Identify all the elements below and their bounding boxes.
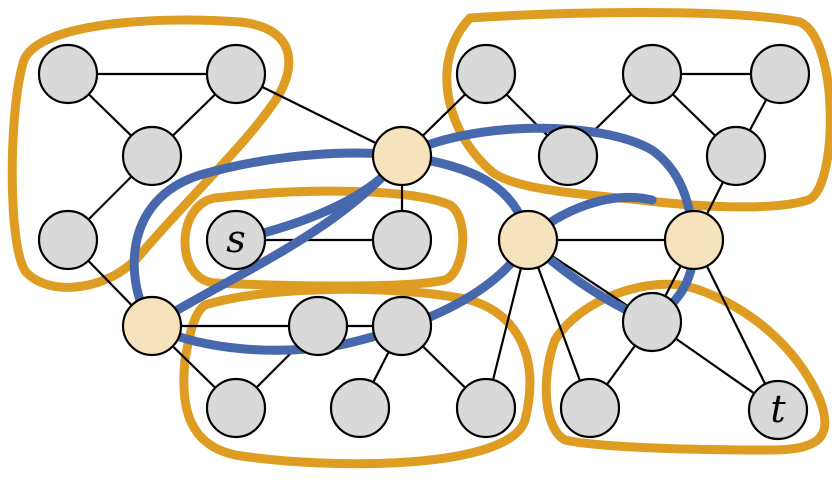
graph-node (559, 377, 621, 439)
graph-node (371, 295, 433, 357)
graph-node (705, 125, 767, 187)
graph-node-highlighted (371, 125, 433, 187)
graph-node (371, 209, 433, 271)
graph-node (37, 209, 99, 271)
graph-node-highlighted (497, 209, 559, 271)
graph-node (37, 43, 99, 105)
graph-node (621, 43, 683, 105)
graph-nodes (37, 43, 811, 441)
cluster-region-target (541, 279, 830, 455)
graph-edge (235, 73, 403, 157)
graph-node (537, 125, 599, 187)
node-labels: s t (226, 217, 786, 431)
graph-node (287, 295, 349, 357)
graph-node (205, 377, 267, 439)
cluster-region-source (180, 186, 468, 291)
cluster-region-top-right (442, 8, 832, 212)
graph-node-highlighted (663, 209, 725, 271)
graph-edge (693, 239, 779, 411)
graph-node (329, 377, 391, 439)
graph-node (455, 43, 517, 105)
target-node-label: t (770, 387, 786, 431)
graph-node (621, 291, 683, 353)
graph-node-target (747, 379, 809, 441)
graph-node-highlighted (121, 295, 183, 357)
graph-node (205, 43, 267, 105)
cluster-region-bottom-middle (179, 284, 535, 469)
graph-node (749, 43, 811, 105)
graph-node (121, 125, 183, 187)
cluster-regions (7, 8, 832, 469)
graph-node (455, 377, 517, 439)
source-node-label: s (226, 217, 246, 261)
graph-node-source (205, 209, 267, 271)
